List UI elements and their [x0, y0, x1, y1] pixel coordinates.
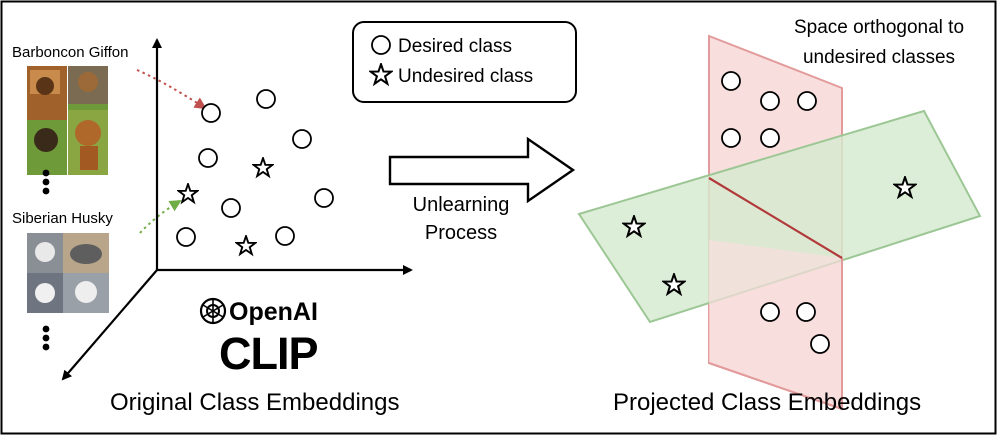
desired-point — [201, 103, 221, 123]
desired-point — [256, 89, 276, 109]
original-caption: Original Class Embeddings — [110, 389, 399, 416]
desired-point — [760, 302, 780, 322]
clip-model-name: CLIP — [219, 328, 318, 379]
plane-label-line1: Space orthogonal to — [794, 17, 964, 38]
desired-point — [314, 188, 334, 208]
desired-point — [292, 129, 312, 149]
desired-point — [198, 148, 218, 168]
original-points — [176, 89, 334, 255]
desired-point — [721, 128, 741, 148]
desired-point — [176, 227, 196, 247]
plane-label-line2: undesired classes — [803, 47, 955, 68]
undesired-plane — [577, 109, 982, 324]
legend-desired-label: Desired class — [398, 36, 512, 57]
projected-caption: Projected Class Embeddings — [613, 389, 921, 416]
legend-undesired-label: Undesired class — [398, 66, 533, 87]
desired-marker-icon — [371, 35, 391, 55]
desired-point — [275, 226, 295, 246]
intersection-line — [708, 177, 843, 259]
desired-point — [797, 91, 817, 111]
husky-image-grid — [27, 233, 109, 313]
process-arrow-icon — [388, 136, 576, 204]
legend: Desired class Undesired class — [352, 21, 577, 103]
desired-point — [721, 71, 741, 91]
process-label-line2: Process — [425, 222, 497, 244]
desired-point — [221, 198, 241, 218]
desired-point — [810, 334, 830, 354]
class-b-label: Siberian Husky — [12, 210, 113, 227]
embedding-axes — [61, 38, 413, 381]
projected-points — [622, 71, 917, 354]
desired-point — [760, 91, 780, 111]
openai-brand: OpenAI — [229, 298, 318, 326]
ellipsis-dots-b — [42, 325, 50, 351]
desired-point — [760, 128, 780, 148]
process-label-line1: Unlearning — [413, 194, 510, 216]
barboncon-image-grid — [27, 66, 108, 175]
class-a-label: Barboncon Giffon — [12, 44, 128, 61]
desired-point — [796, 302, 816, 322]
openai-logo-icon — [199, 297, 227, 325]
class-b-arrow — [139, 199, 182, 234]
class-a-arrow — [136, 69, 207, 110]
ellipsis-dots-a — [42, 169, 50, 195]
legend-box — [352, 21, 577, 103]
